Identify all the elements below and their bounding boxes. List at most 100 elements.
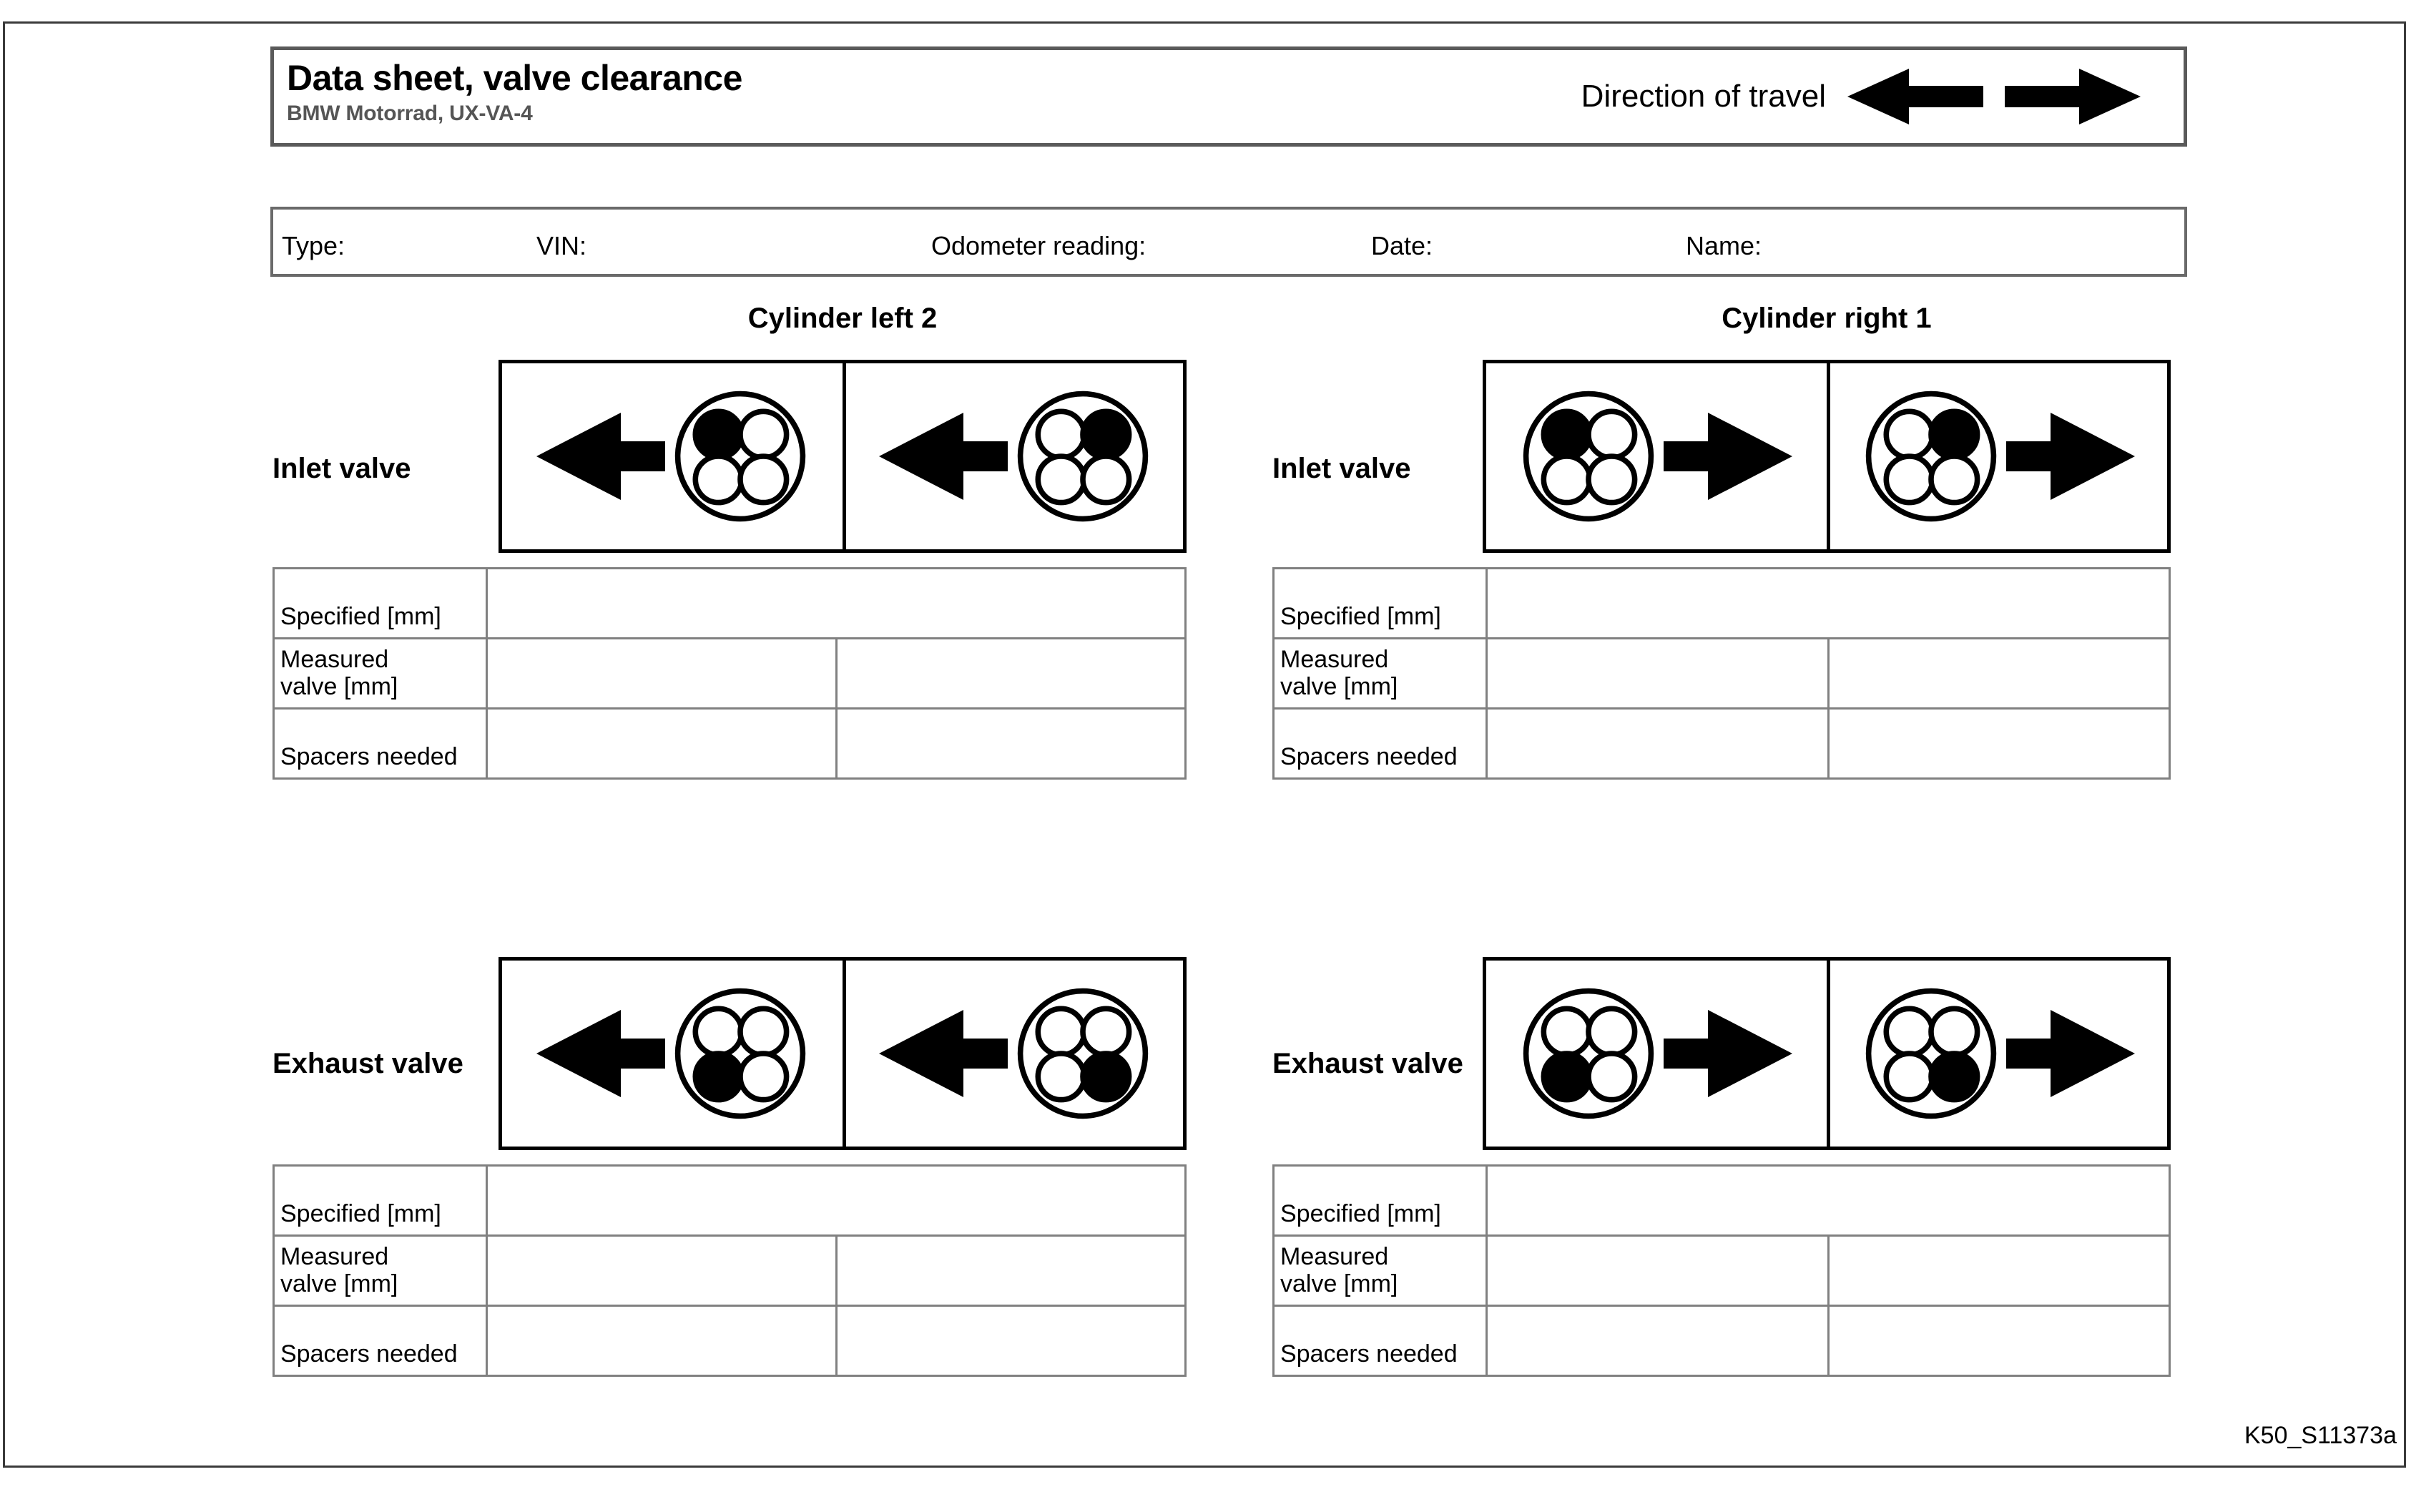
table-row: Spacers needed: [1272, 1305, 2171, 1377]
cylinder-left-heading: Cylinder left 2: [747, 303, 938, 334]
input-cell-spacers-1[interactable]: [486, 707, 838, 780]
diagram-inlet-left: [499, 360, 1187, 553]
valve-head-diagram: [674, 391, 806, 522]
input-cell-measured-1[interactable]: [486, 637, 838, 710]
valve-head-diagram: [1523, 988, 1654, 1119]
input-cell-measured-1[interactable]: [486, 1234, 838, 1307]
row-label-spacers: Spacers needed: [1272, 707, 1488, 780]
field-type[interactable]: Type:: [282, 231, 345, 260]
row-label-measured: Measured valve [mm]: [1272, 1234, 1488, 1307]
arrow-right-icon: [2005, 413, 2135, 500]
row-label-spacers: Spacers needed: [272, 1305, 488, 1377]
table-row: Measured valve [mm]: [1272, 1234, 2171, 1307]
diagram-cell-inlet-left-2: [843, 363, 1183, 549]
row-label-specified: Specified [mm]: [272, 567, 488, 639]
row-label-measured: Measured valve [mm]: [1272, 637, 1488, 710]
diagram-cell-exhaust-left-2: [843, 961, 1183, 1147]
diagram-cell-inlet-right-2: [1827, 363, 2167, 549]
table-exhaust-right: Specified [mm] Measured valve [mm] Space…: [1272, 1164, 2171, 1377]
row-label-spacers: Spacers needed: [272, 707, 488, 780]
table-row: Specified [mm]: [1272, 567, 2171, 639]
row-label-measured-line2: valve [mm]: [280, 672, 398, 700]
row-label-measured-line2: valve [mm]: [280, 1270, 398, 1297]
label-inlet-valve-left: Inlet valve: [272, 453, 411, 484]
valve-head-diagram: [1523, 391, 1654, 522]
label-exhaust-valve-right: Exhaust valve: [1272, 1048, 1463, 1079]
input-cell-measured-2[interactable]: [1827, 637, 2171, 710]
input-cell-specified[interactable]: [486, 1164, 1187, 1237]
table-row: Spacers needed: [1272, 707, 2171, 780]
input-cell-spacers-2[interactable]: [1827, 1305, 2171, 1377]
input-cell-measured-2[interactable]: [1827, 1234, 2171, 1307]
vehicle-info-bar: Type: VIN: Odometer reading: Date: Name:: [270, 207, 2187, 277]
arrow-left-icon: [878, 1010, 1008, 1097]
input-cell-specified[interactable]: [1486, 1164, 2171, 1237]
valve-head-diagram: [1017, 391, 1148, 522]
input-cell-measured-2[interactable]: [835, 637, 1187, 710]
table-row: Specified [mm]: [1272, 1164, 2171, 1237]
table-row: Spacers needed: [272, 707, 1187, 780]
field-odometer-reading[interactable]: Odometer reading:: [931, 231, 1146, 260]
cylinder-right-heading: Cylinder right 1: [1722, 303, 1932, 334]
label-inlet-valve-right: Inlet valve: [1272, 453, 1411, 484]
input-cell-spacers-2[interactable]: [835, 1305, 1187, 1377]
input-cell-spacers-1[interactable]: [1486, 1305, 1830, 1377]
input-cell-measured-2[interactable]: [835, 1234, 1187, 1307]
diagram-inlet-right: [1483, 360, 2171, 553]
input-cell-spacers-2[interactable]: [835, 707, 1187, 780]
arrow-right-icon: [2005, 69, 2141, 124]
input-cell-spacers-1[interactable]: [486, 1305, 838, 1377]
diagram-cell-exhaust-left-1: [502, 961, 843, 1147]
table-row: Measured valve [mm]: [1272, 637, 2171, 710]
row-label-spacers: Spacers needed: [1272, 1305, 1488, 1377]
row-label-measured-line1: Measured: [280, 645, 389, 673]
diagram-cell-exhaust-right-1: [1486, 961, 1827, 1147]
valve-head-diagram: [674, 988, 806, 1119]
diagram-cell-inlet-right-1: [1486, 363, 1827, 549]
diagram-exhaust-right: [1483, 957, 2171, 1150]
row-label-measured-line2: valve [mm]: [1280, 672, 1398, 700]
row-label-measured: Measured valve [mm]: [272, 637, 488, 710]
input-cell-measured-1[interactable]: [1486, 1234, 1830, 1307]
direction-of-travel-label: Direction of travel: [1581, 79, 1826, 114]
row-label-specified: Specified [mm]: [1272, 567, 1488, 639]
input-cell-spacers-2[interactable]: [1827, 707, 2171, 780]
table-inlet-left: Specified [mm] Measured valve [mm] Space…: [272, 567, 1187, 780]
row-label-measured-line1: Measured: [1280, 645, 1389, 673]
arrow-left-icon: [1847, 69, 1983, 124]
input-cell-specified[interactable]: [486, 567, 1187, 639]
table-row: Measured valve [mm]: [272, 637, 1187, 710]
field-date[interactable]: Date:: [1371, 231, 1433, 260]
table-inlet-right: Specified [mm] Measured valve [mm] Space…: [1272, 567, 2171, 780]
input-cell-measured-1[interactable]: [1486, 637, 1830, 710]
document-reference-code: K50_S11373a: [2244, 1422, 2397, 1449]
arrow-left-icon: [878, 413, 1008, 500]
field-name[interactable]: Name:: [1686, 231, 1762, 260]
diagram-cell-exhaust-right-2: [1827, 961, 2167, 1147]
input-cell-spacers-1[interactable]: [1486, 707, 1830, 780]
row-label-measured: Measured valve [mm]: [272, 1234, 488, 1307]
valve-head-diagram: [1017, 988, 1148, 1119]
arrow-left-icon: [536, 413, 665, 500]
valve-head-diagram: [1865, 988, 1996, 1119]
row-label-measured-line2: valve [mm]: [1280, 1270, 1398, 1297]
table-row: Measured valve [mm]: [272, 1234, 1187, 1307]
label-exhaust-valve-left: Exhaust valve: [272, 1048, 463, 1079]
direction-of-travel-group: Direction of travel: [1581, 50, 2141, 143]
row-label-measured-line1: Measured: [280, 1242, 389, 1270]
diagram-exhaust-left: [499, 957, 1187, 1150]
row-label-specified: Specified [mm]: [272, 1164, 488, 1237]
table-row: Specified [mm]: [272, 567, 1187, 639]
row-label-measured-line1: Measured: [1280, 1242, 1389, 1270]
arrow-right-icon: [1664, 1010, 1792, 1097]
page-subtitle: BMW Motorrad, UX-VA-4: [287, 102, 533, 125]
page-frame: Data sheet, valve clearance BMW Motorrad…: [3, 21, 2406, 1468]
field-vin[interactable]: VIN:: [536, 231, 587, 260]
page-title: Data sheet, valve clearance: [287, 58, 742, 98]
arrow-left-icon: [536, 1010, 665, 1097]
input-cell-specified[interactable]: [1486, 567, 2171, 639]
header-box: Data sheet, valve clearance BMW Motorrad…: [270, 46, 2187, 147]
row-label-specified: Specified [mm]: [1272, 1164, 1488, 1237]
arrow-right-icon: [1664, 413, 1792, 500]
valve-head-diagram: [1865, 391, 1996, 522]
